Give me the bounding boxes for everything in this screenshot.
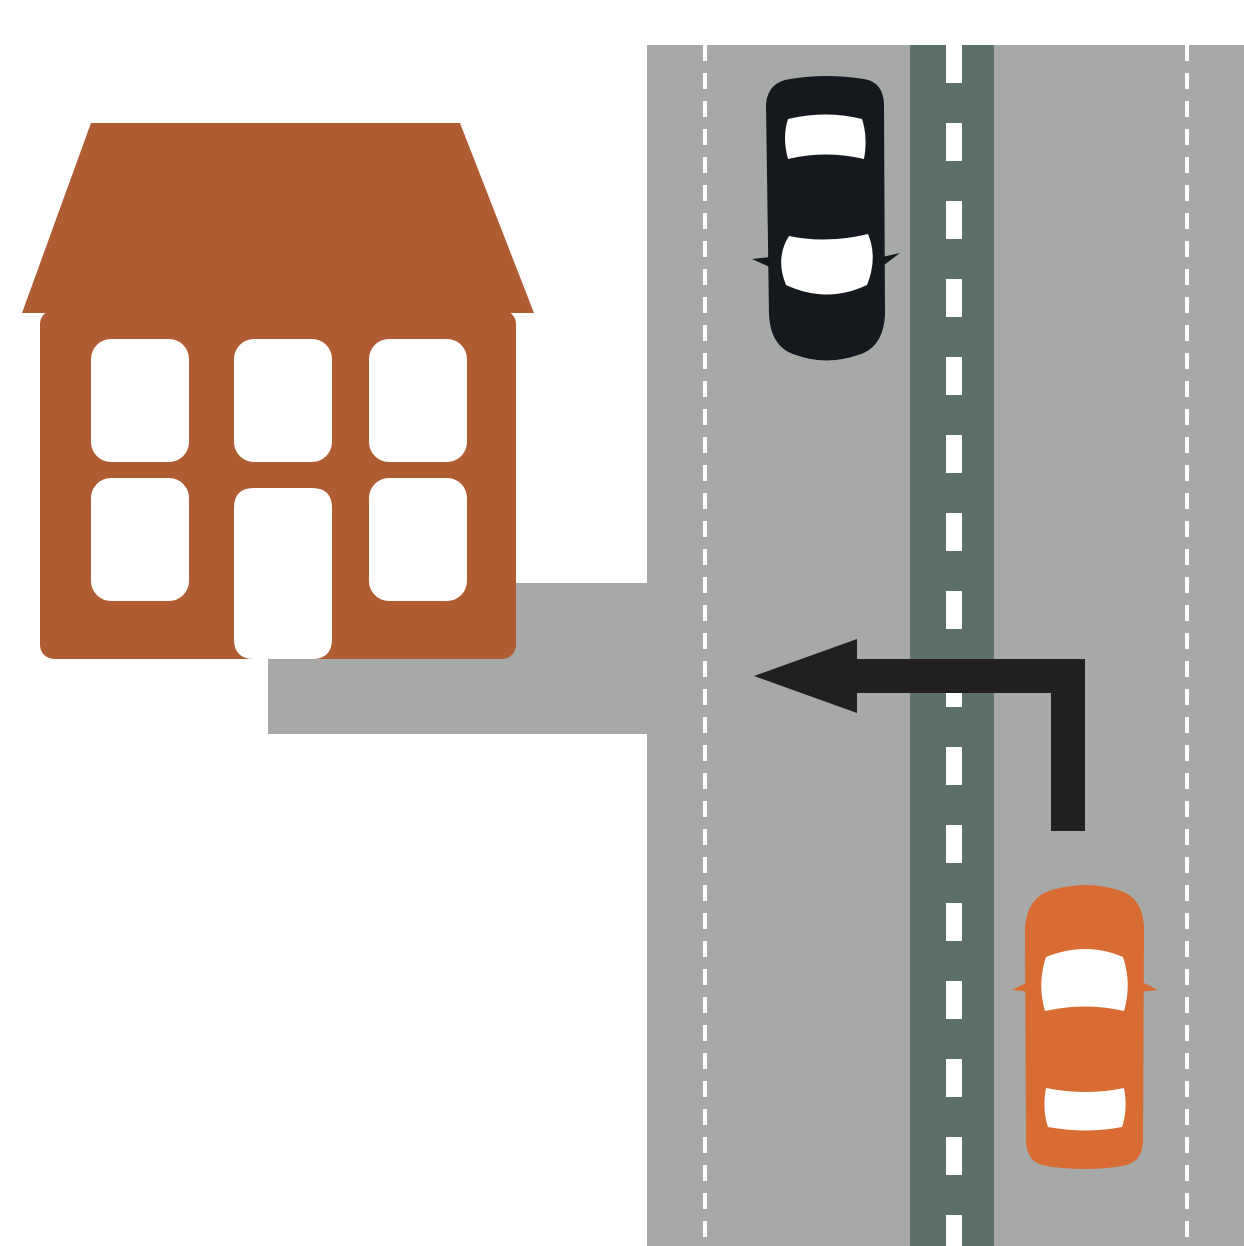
house-icon: [22, 123, 534, 659]
house-window: [91, 478, 189, 601]
house-roof: [22, 123, 534, 313]
house-door: [234, 488, 332, 659]
turning-car-icon: [1012, 885, 1158, 1169]
house-window: [91, 339, 189, 462]
oncoming-car-windshield: [781, 234, 873, 295]
turning-car-rear-window: [1044, 1088, 1125, 1131]
house-window: [234, 339, 332, 462]
oncoming-car-icon: [752, 76, 900, 361]
house-window: [369, 478, 467, 601]
turning-car-windshield: [1041, 949, 1128, 1011]
oncoming-car-rear-window: [785, 115, 866, 160]
house-window: [369, 339, 467, 462]
